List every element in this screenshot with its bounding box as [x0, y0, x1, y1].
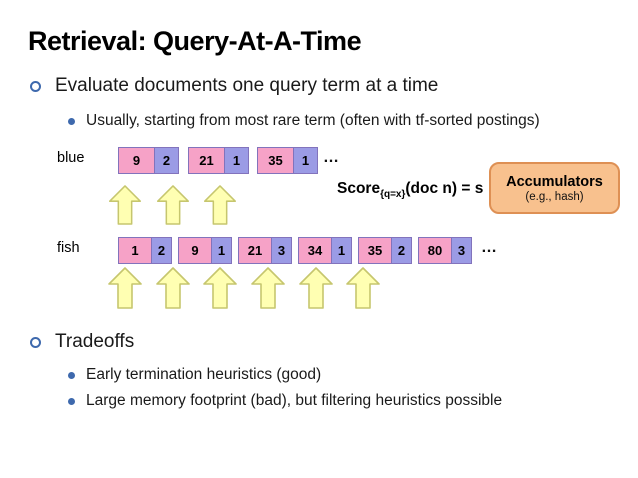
- posting-doc-cell: 21: [239, 238, 272, 263]
- posting-pair: 35 2: [358, 237, 412, 264]
- posting-doc-cell: 9: [119, 148, 155, 173]
- posting-pair: 21 3: [238, 237, 292, 264]
- up-arrow-icon: [203, 267, 237, 309]
- bullet-open-icon: [30, 80, 41, 92]
- bullet-dot-icon: [68, 397, 75, 405]
- bullet-item-large-memory: Large memory footprint (bad), but filter…: [68, 392, 502, 410]
- bullet-text: Early termination heuristics (good): [86, 366, 322, 383]
- slide-title: Retrieval: Query-At-A-Time: [28, 26, 362, 56]
- up-arrow-icon: [108, 267, 142, 309]
- postings-row-label-blue: blue: [57, 150, 85, 166]
- posting-pair: 9 2: [118, 147, 179, 174]
- postings-row-label-fish: fish: [57, 240, 80, 256]
- bullet-item-evaluate: Evaluate documents one query term at a t…: [30, 75, 438, 97]
- posting-tf-cell: 1: [332, 238, 351, 263]
- posting-pair: 1 2: [118, 237, 172, 264]
- score-formula: Score{q=x}(doc n) = s: [337, 180, 483, 200]
- bullet-text: Evaluate documents one query term at a t…: [55, 75, 439, 96]
- bullet-item-tradeoffs: Tradeoffs: [30, 331, 134, 353]
- up-arrow-icon: [203, 185, 237, 225]
- posting-pair: 80 3: [418, 237, 472, 264]
- score-subscript: {q=x}: [380, 189, 406, 201]
- posting-tf-cell: 2: [155, 148, 178, 173]
- up-arrow-icon: [346, 267, 380, 309]
- posting-doc-cell: 34: [299, 238, 332, 263]
- posting-tf-cell: 1: [212, 238, 231, 263]
- posting-doc-cell: 9: [179, 238, 212, 263]
- posting-pair: 34 1: [298, 237, 352, 264]
- accumulators-box: Accumulators (e.g., hash): [489, 162, 620, 214]
- score-prefix: Score: [337, 180, 381, 197]
- ellipsis: …: [481, 239, 498, 256]
- posting-pair: 35 1: [257, 147, 318, 174]
- posting-tf-cell: 1: [225, 148, 248, 173]
- bullet-item-usually: Usually, starting from most rare term (o…: [68, 112, 540, 130]
- accumulators-subtitle: (e.g., hash): [525, 190, 584, 203]
- posting-doc-cell: 35: [258, 148, 294, 173]
- bullet-text: Tradeoffs: [55, 331, 135, 352]
- up-arrow-icon: [299, 267, 333, 309]
- posting-pair: 21 1: [188, 147, 249, 174]
- bullet-dot-icon: [68, 371, 75, 379]
- bullet-text: Usually, starting from most rare term (o…: [86, 112, 540, 129]
- posting-tf-cell: 2: [392, 238, 411, 263]
- bullet-text: Large memory footprint (bad), but filter…: [86, 392, 503, 409]
- up-arrow-icon: [156, 185, 190, 225]
- posting-doc-cell: 80: [419, 238, 452, 263]
- posting-tf-cell: 3: [452, 238, 471, 263]
- ellipsis: …: [323, 149, 340, 166]
- up-arrow-icon: [108, 185, 142, 225]
- posting-tf-cell: 1: [294, 148, 317, 173]
- posting-doc-cell: 21: [189, 148, 225, 173]
- posting-pair: 9 1: [178, 237, 232, 264]
- posting-tf-cell: 2: [152, 238, 171, 263]
- posting-doc-cell: 1: [119, 238, 152, 263]
- bullet-dot-icon: [68, 117, 75, 125]
- accumulators-title: Accumulators: [506, 173, 603, 190]
- score-suffix: (doc n) = s: [405, 180, 484, 197]
- bullet-item-early-termination: Early termination heuristics (good): [68, 366, 321, 384]
- posting-tf-cell: 3: [272, 238, 291, 263]
- posting-doc-cell: 35: [359, 238, 392, 263]
- bullet-open-icon: [30, 336, 41, 348]
- up-arrow-icon: [156, 267, 190, 309]
- up-arrow-icon: [251, 267, 285, 309]
